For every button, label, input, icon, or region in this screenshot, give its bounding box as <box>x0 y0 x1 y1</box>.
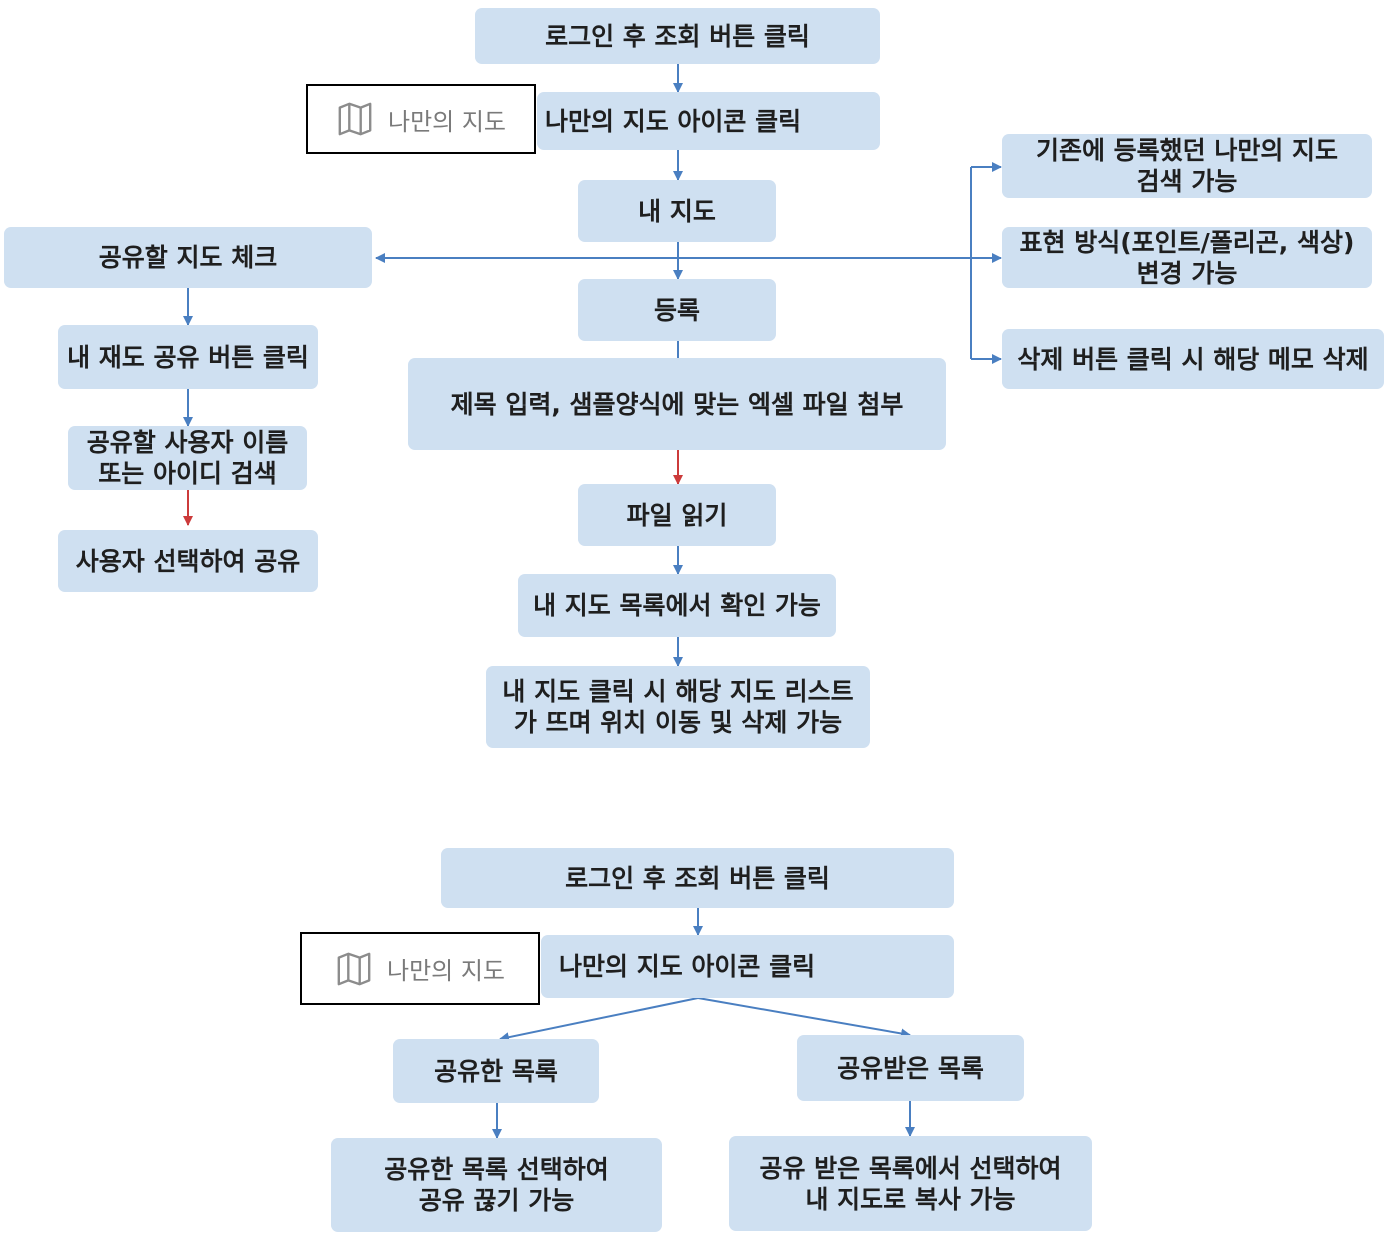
search-user-step: 공유할 사용자 이름 또는 아이디 검색 <box>68 426 307 490</box>
arrow2-to-received <box>697 997 911 1039</box>
login-step-2: 로그인 후 조회 버튼 클릭 <box>441 848 954 908</box>
select-share-step: 사용자 선택하여 공유 <box>58 530 318 592</box>
arrow2-to-shared <box>499 997 699 1043</box>
icon-click-step: 나만의 지도 아이콘 클릭 <box>537 92 880 150</box>
list-confirm-step: 내 지도 목록에서 확인 가능 <box>518 574 836 637</box>
input-title-step: 제목 입력, 샘플양식에 맞는 엑셀 파일 첨부 <box>408 358 946 450</box>
search-existing-step: 기존에 등록했던 나만의 지도 검색 가능 <box>1002 134 1372 198</box>
my-map-icon-text-2: 나만의 지도 <box>386 957 506 985</box>
click-list-step: 내 지도 클릭 시 해당 지도 리스트 가 뜨며 위치 이동 및 삭제 가능 <box>486 666 870 748</box>
login-step: 로그인 후 조회 버튼 클릭 <box>475 8 880 64</box>
my-map-step: 내 지도 <box>578 180 776 242</box>
my-map-icon-label-2: 나만의 지도 <box>300 932 540 1005</box>
received-list-step: 공유받은 목록 <box>797 1035 1024 1101</box>
copy-step: 공유 받은 목록에서 선택하여 내 지도로 복사 가능 <box>729 1136 1092 1231</box>
read-file-step: 파일 읽기 <box>578 484 776 546</box>
delete-memo-step: 삭제 버튼 클릭 시 해당 메모 삭제 <box>1002 329 1384 389</box>
share-check-step: 공유할 지도 체크 <box>4 227 372 288</box>
unshare-step: 공유한 목록 선택하여 공유 끊기 가능 <box>331 1138 662 1232</box>
change-style-step: 표현 방식(포인트/폴리곤, 색상) 변경 가능 <box>1002 227 1372 288</box>
share-button-step: 내 재도 공유 버튼 클릭 <box>58 325 318 389</box>
my-map-icon-text: 나만의 지도 <box>387 107 507 136</box>
folded-map-icon <box>338 102 372 136</box>
icon-click-step-2: 나만의 지도 아이콘 클릭 <box>541 935 954 998</box>
shared-list-step: 공유한 목록 <box>393 1039 599 1103</box>
folded-map-icon-2 <box>337 952 371 985</box>
my-map-icon-label: 나만의 지도 <box>306 84 536 154</box>
register-step: 등록 <box>578 279 776 341</box>
